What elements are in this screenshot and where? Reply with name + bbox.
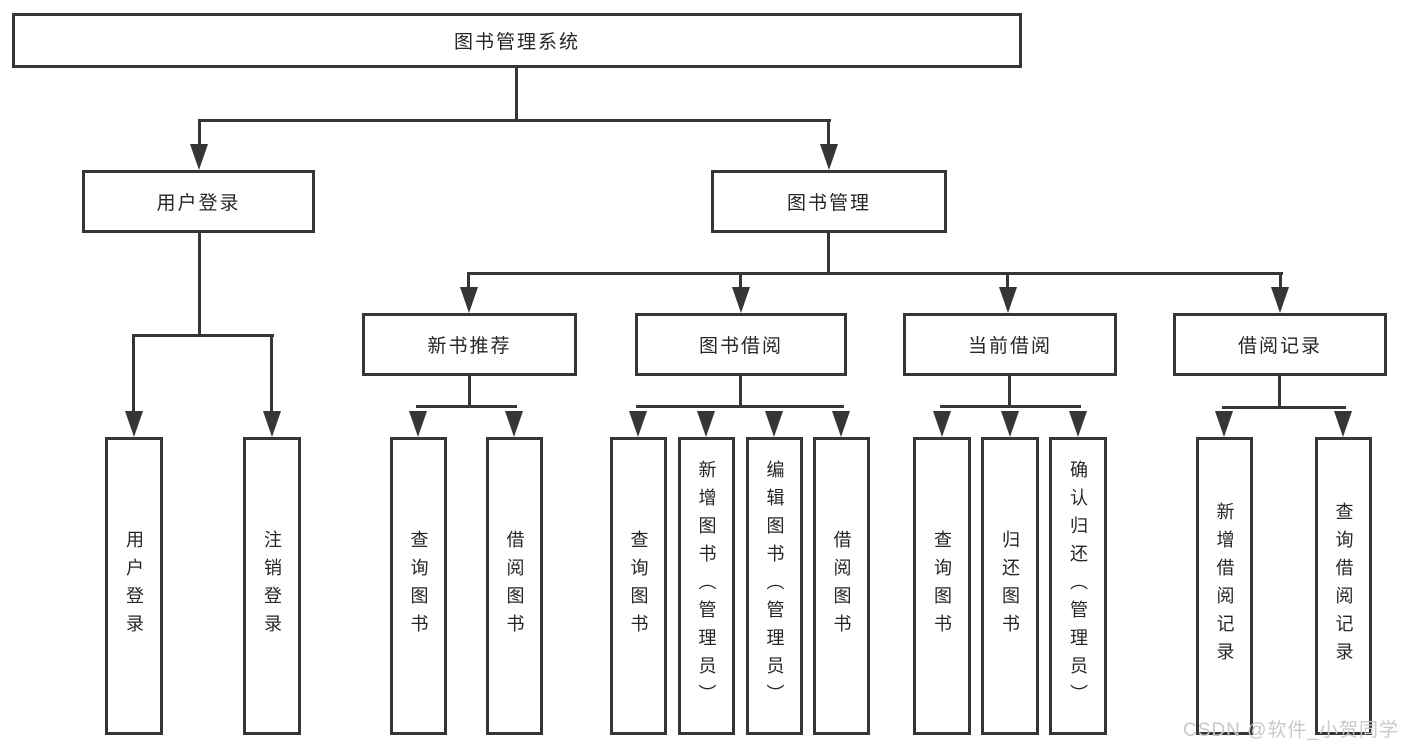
csdn-watermark: CSDN @软件_小贺同学 [1183, 720, 1399, 741]
node-label: 新书推荐 [427, 336, 512, 357]
arrow-down-icon [1001, 411, 1019, 437]
arrow-down-icon [1271, 287, 1289, 313]
connector-line [827, 119, 830, 159]
node-user-login: 用户登录 [82, 170, 315, 233]
node-label: 借阅图书 [504, 530, 525, 642]
node-query-borrow-record: 查询借阅记录 [1315, 437, 1372, 735]
connector-line [132, 334, 274, 337]
node-user-login-leaf: 用户登录 [105, 437, 163, 735]
node-label: 用户登录 [124, 530, 144, 642]
node-label: 借阅图书 [831, 530, 852, 642]
node-edit-books-admin: 编辑图书（管理员） [746, 437, 803, 735]
node-add-borrow-record: 新增借阅记录 [1196, 437, 1253, 735]
node-borrowing-records: 借阅记录 [1173, 313, 1387, 376]
connector-line [739, 376, 742, 408]
arrow-down-icon [999, 287, 1017, 313]
connector-line [198, 119, 201, 159]
connector-line [468, 376, 471, 408]
arrow-down-icon [697, 411, 715, 437]
node-label: 注销登录 [262, 530, 282, 642]
node-label: 用户登录 [156, 193, 241, 214]
connector-line [940, 405, 1081, 408]
connector-line [416, 405, 517, 408]
connector-line [1008, 376, 1011, 408]
node-query-books-current: 查询图书 [913, 437, 971, 735]
connector-line [198, 119, 831, 122]
connector-line [467, 272, 470, 297]
node-label: 新增借阅记录 [1214, 502, 1235, 670]
arrow-down-icon [765, 411, 783, 437]
node-library-management-system: 图书管理系统 [12, 13, 1022, 68]
arrow-down-icon [629, 411, 647, 437]
node-current-borrowing: 当前借阅 [903, 313, 1117, 376]
node-label: 图书借阅 [698, 336, 783, 357]
arrow-down-icon [460, 287, 478, 313]
connector-line [1279, 272, 1282, 297]
node-new-book-recommend: 新书推荐 [362, 313, 577, 376]
node-add-books-admin: 新增图书（管理员） [678, 437, 735, 735]
arrow-down-icon [832, 411, 850, 437]
node-book-management: 图书管理 [711, 170, 947, 233]
node-return-books: 归还图书 [981, 437, 1039, 735]
arrow-down-icon [1334, 411, 1352, 437]
connector-line [270, 334, 273, 426]
node-label: 查询借阅记录 [1333, 502, 1354, 670]
connector-line [827, 233, 830, 275]
arrow-down-icon [1069, 411, 1087, 437]
node-label: 归还图书 [1000, 530, 1020, 642]
connector-line [739, 272, 742, 297]
connector-line [467, 272, 1283, 275]
node-label: 新增图书（管理员） [696, 460, 717, 712]
node-borrow-books-borrowing: 借阅图书 [813, 437, 870, 735]
arrow-down-icon [732, 287, 750, 313]
node-label: 确认归还（管理员） [1068, 460, 1088, 712]
arrow-down-icon [190, 144, 208, 170]
arrow-down-icon [933, 411, 951, 437]
node-label: 图书管理系统 [453, 32, 580, 53]
arrow-down-icon [125, 411, 143, 437]
node-borrow-books-recommend: 借阅图书 [486, 437, 543, 735]
node-confirm-return-admin: 确认归还（管理员） [1049, 437, 1107, 735]
node-label: 编辑图书（管理员） [764, 460, 785, 712]
node-label: 查询图书 [408, 530, 429, 642]
node-label: 查询图书 [932, 530, 952, 642]
arrow-down-icon [409, 411, 427, 437]
connector-line [1278, 376, 1281, 409]
connector-line [198, 233, 201, 335]
arrow-down-icon [820, 144, 838, 170]
node-label: 图书管理 [786, 193, 871, 214]
node-logout: 注销登录 [243, 437, 301, 735]
node-book-borrowing: 图书借阅 [635, 313, 847, 376]
connector-line [1222, 406, 1346, 409]
connector-line [515, 68, 518, 120]
connector-line [636, 405, 844, 408]
node-label: 当前借阅 [967, 336, 1052, 357]
arrow-down-icon [263, 411, 281, 437]
connector-line [132, 334, 135, 426]
arrow-down-icon [1215, 411, 1233, 437]
node-label: 借阅记录 [1237, 336, 1322, 357]
node-query-books-recommend: 查询图书 [390, 437, 447, 735]
connector-line [1006, 272, 1009, 297]
node-query-books-borrowing: 查询图书 [610, 437, 667, 735]
node-label: 查询图书 [628, 530, 649, 642]
arrow-down-icon [505, 411, 523, 437]
